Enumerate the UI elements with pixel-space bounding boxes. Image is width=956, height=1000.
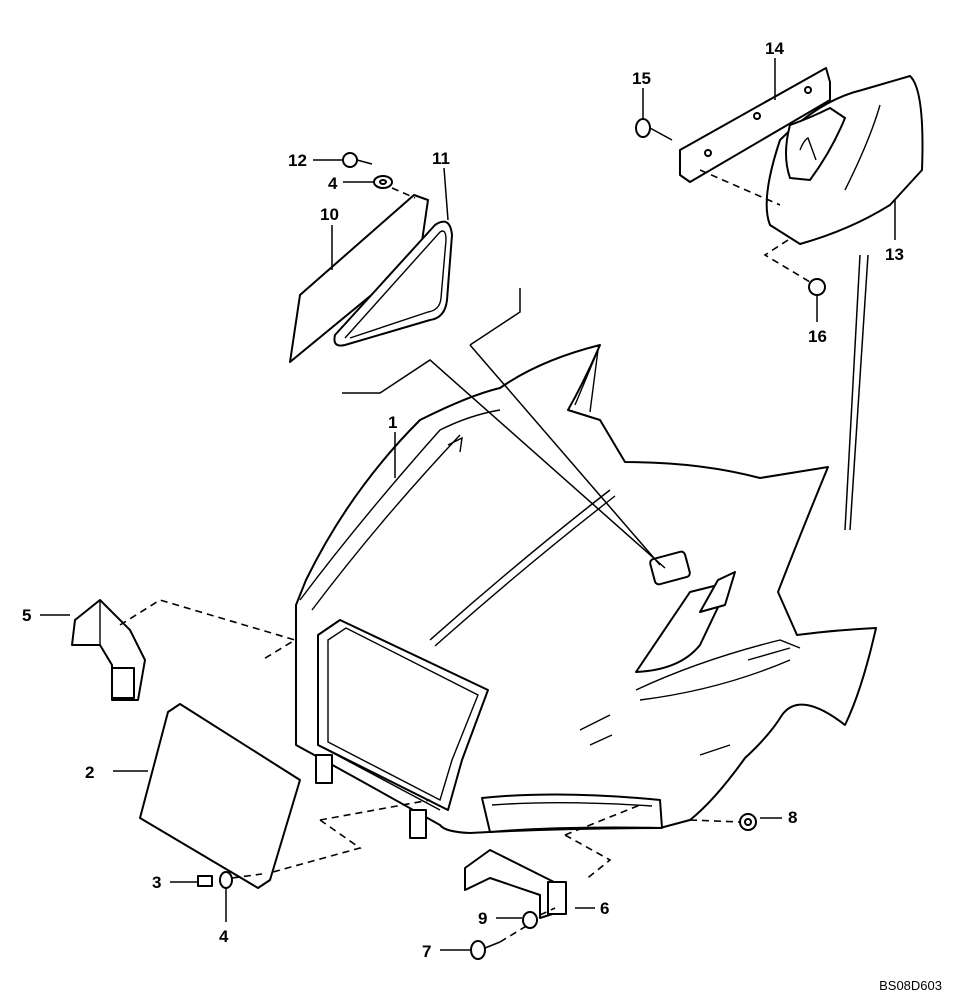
- drawing-code: BS08D603: [879, 978, 942, 993]
- callout-9: 9: [478, 909, 487, 928]
- washer-9: [522, 911, 538, 929]
- hood: [295, 344, 877, 839]
- callout-5: 5: [22, 606, 31, 625]
- front-grille: [139, 703, 301, 889]
- washer-4-top: [373, 175, 393, 189]
- callout-2: 2: [85, 763, 94, 782]
- nut-16: [808, 278, 826, 296]
- side-window: [289, 194, 453, 363]
- bolt-7: [470, 940, 501, 960]
- callout-4-bottom: 4: [219, 927, 229, 946]
- bolt-3: [197, 875, 213, 887]
- callout-14: 14: [765, 39, 784, 58]
- washer-4-bottom: [219, 871, 233, 889]
- callout-6: 6: [600, 899, 609, 918]
- mirror-bracket-14: [679, 67, 831, 183]
- screw-15: [635, 118, 673, 141]
- bottom-bracket: [464, 849, 567, 919]
- nut-8: [739, 813, 757, 831]
- callout-4-top: 4: [328, 174, 338, 193]
- left-bracket: [71, 599, 146, 701]
- callout-1: 1: [388, 413, 397, 432]
- callout-7: 7: [422, 942, 431, 961]
- callout-16: 16: [808, 327, 827, 346]
- callout-11: 11: [432, 149, 450, 168]
- callout-3: 3: [152, 873, 161, 892]
- callout-12: 12: [288, 151, 307, 170]
- callout-15: 15: [632, 69, 651, 88]
- bolt-12: [342, 152, 373, 168]
- mirror-13: [765, 75, 924, 245]
- callout-13: 13: [885, 245, 904, 264]
- callout-10: 10: [320, 205, 339, 224]
- callout-8: 8: [788, 808, 797, 827]
